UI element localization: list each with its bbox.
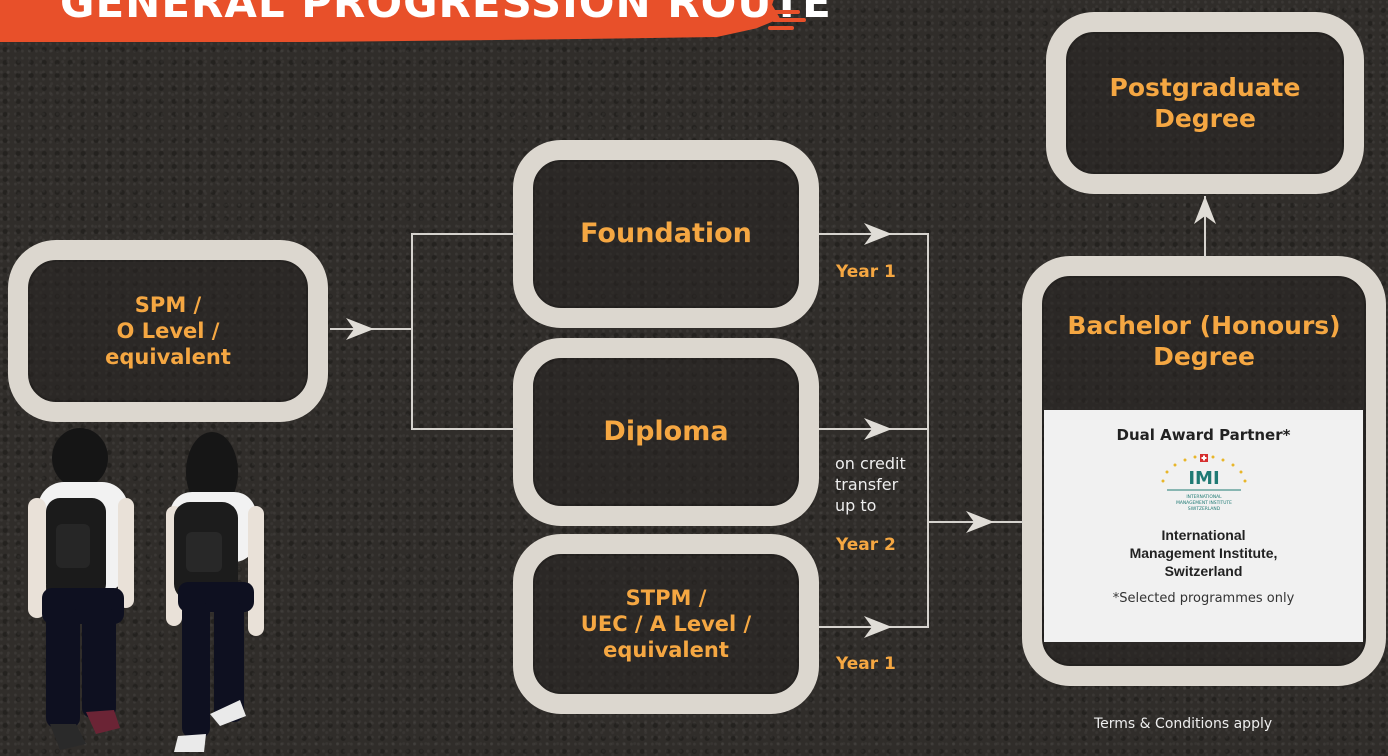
banner-stripe [768, 26, 794, 30]
stpm-year-label: Year 1 [836, 654, 896, 674]
svg-text:MANAGEMENT INSTITUTE: MANAGEMENT INSTITUTE [1176, 500, 1232, 506]
branch-to-foundation [411, 233, 517, 235]
branch-to-diploma [411, 428, 517, 430]
chevron-right-icon [966, 511, 994, 533]
diploma-year-label: Year 2 [836, 535, 896, 555]
entry-label: SPM / O Level / equivalent [105, 292, 231, 370]
branch-vertical [411, 233, 413, 429]
banner-stripe [770, 10, 800, 14]
student-girl-illustration [166, 432, 264, 752]
title-banner [0, 0, 780, 42]
foundation-box: Foundation [513, 140, 819, 328]
banner-stripe [772, 18, 806, 22]
bachelor-label: Bachelor (Honours) Degree [1067, 311, 1341, 372]
postgraduate-label: Postgraduate Degree [1109, 72, 1301, 133]
student-boy-illustration [28, 428, 134, 750]
foundation-year-label: Year 1 [836, 262, 896, 282]
terms-conditions: Terms & Conditions apply [1094, 716, 1273, 732]
chevron-right-icon [864, 616, 892, 638]
postgraduate-box: Postgraduate Degree [1046, 12, 1364, 194]
foundation-label: Foundation [580, 218, 752, 250]
merge-vertical [927, 233, 929, 628]
entry-box: SPM / O Level / equivalent [8, 240, 328, 422]
chevron-right-icon [346, 318, 374, 340]
credit-transfer-label: on credit transfer up to [835, 454, 906, 515]
chevron-right-icon [864, 223, 892, 245]
bachelor-to-postgraduate [1204, 196, 1206, 258]
chevron-up-icon [1194, 196, 1216, 224]
stpm-box: STPM / UEC / A Level / equivalent [513, 534, 819, 714]
partner-note: *Selected programmes only [1112, 590, 1295, 606]
partner-title: Dual Award Partner* [1116, 426, 1291, 444]
svg-text:SWITZERLAND: SWITZERLAND [1187, 506, 1220, 512]
stpm-label: STPM / UEC / A Level / equivalent [580, 585, 752, 663]
partner-name: International Management Institute, Swit… [1129, 527, 1278, 580]
imi-logo-text: IMI [1188, 468, 1219, 489]
imi-logo: IMI INTERNATIONAL MANAGEMENT INSTITUTE S… [1161, 454, 1246, 512]
chevron-right-icon [864, 418, 892, 440]
page-title: GENERAL PROGRESSION ROUTE [60, 0, 832, 27]
diploma-label: Diploma [603, 416, 729, 448]
diploma-box: Diploma [513, 338, 819, 526]
dual-award-panel: Dual Award Partner* IMI INTERNATIONAL MA… [1044, 410, 1363, 642]
svg-text:INTERNATIONAL: INTERNATIONAL [1186, 494, 1222, 500]
